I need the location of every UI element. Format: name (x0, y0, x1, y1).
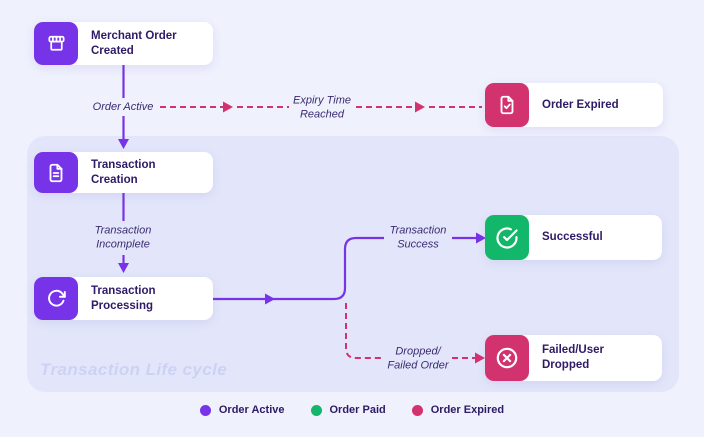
edge-label-order-active: Order Active (92, 100, 154, 113)
purple-arrowheads (118, 139, 486, 305)
check-circle-icon (485, 215, 529, 260)
node-label: Transaction Processing (91, 284, 156, 312)
x-circle-icon (485, 335, 529, 381)
node-label: Failed/User Dropped (542, 344, 604, 371)
edge-label-expiry-time-reached: Expiry Time Reached (293, 94, 351, 121)
storefront-icon (34, 22, 78, 65)
edge-label-transaction-incomplete: Transaction Incomplete (94, 224, 152, 251)
legend-item-order-paid: Order Paid (310, 404, 386, 416)
legend-item-order-expired: Order Expired (411, 404, 504, 416)
edge-label-dropped-failed-order: Dropped/ Failed Order (387, 345, 449, 372)
node-label: Transaction Creation (91, 158, 156, 186)
node-label: Order Expired (542, 98, 619, 111)
node-label: Successful (542, 231, 603, 244)
node-order-expired: Order Expired (485, 83, 663, 127)
refresh-icon (34, 277, 78, 320)
node-label: Merchant Order Created (91, 29, 177, 57)
node-successful: Successful (485, 215, 662, 260)
pink-arrowheads (223, 101, 485, 364)
legend: Order Active Order Paid Order Expired (0, 404, 704, 416)
edge-label-transaction-success: Transaction Success (389, 224, 447, 251)
purple-connectors (122, 65, 477, 301)
node-transaction-creation: Transaction Creation (34, 152, 213, 193)
pink-dashed-connectors (160, 106, 482, 359)
node-failed-user-dropped: Failed/User Dropped (485, 335, 662, 381)
node-transaction-processing: Transaction Processing (34, 277, 213, 320)
legend-dot-purple (199, 404, 211, 416)
panel-watermark: Transaction Life cycle (40, 360, 228, 379)
legend-item-order-active: Order Active (199, 404, 285, 416)
file-check-icon (485, 83, 529, 127)
file-document-icon (34, 152, 78, 193)
legend-dot-green (310, 404, 322, 416)
legend-dot-pink (411, 404, 423, 416)
node-merchant-order-created: Merchant Order Created (34, 22, 213, 65)
